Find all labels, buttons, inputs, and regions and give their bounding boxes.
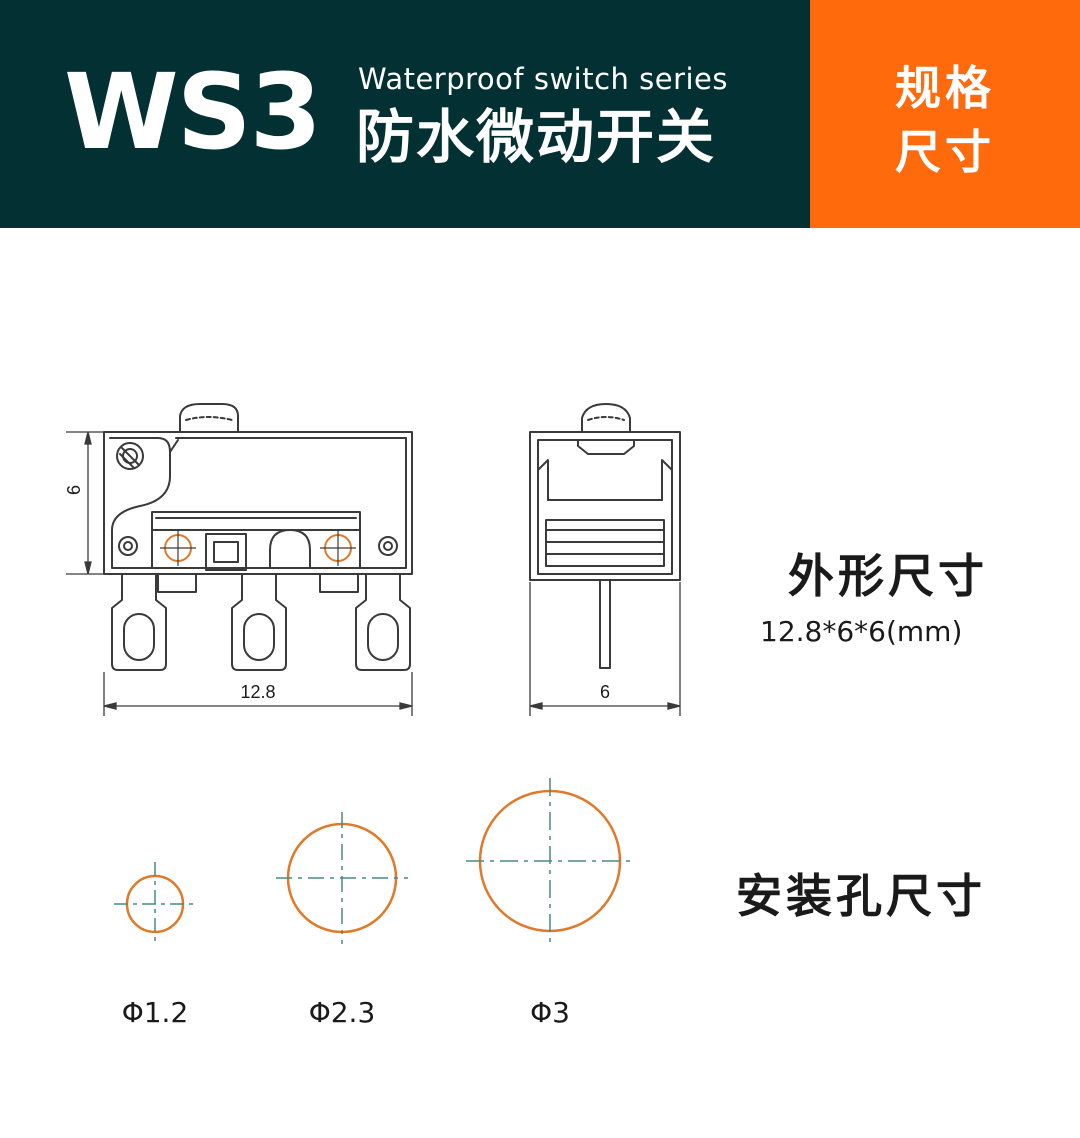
outline-dimension-label: 外形尺寸 — [788, 549, 988, 603]
center-terminal-window — [205, 533, 247, 571]
spec-line-2: 尺寸 — [895, 125, 995, 179]
terminal-right — [355, 573, 411, 671]
dim-height-label: 6 — [64, 485, 84, 495]
side-body — [529, 431, 681, 581]
model-name: WS3 — [64, 51, 322, 173]
pivot-pin — [116, 442, 144, 470]
mount-hole-left — [118, 536, 138, 556]
switch-body — [103, 431, 413, 575]
hole-label-small: Φ1.2 — [121, 996, 189, 1029]
terminal-left — [111, 573, 167, 671]
hole-label-large: Φ3 — [530, 996, 570, 1029]
side-view — [529, 403, 681, 669]
side-actuator — [581, 403, 631, 433]
spec-badge: 规格 尺寸 — [810, 0, 1080, 228]
front-view — [103, 403, 413, 671]
dim-width-label: 12.8 — [240, 682, 275, 702]
hole-small — [114, 862, 196, 946]
subtitle-chinese: 防水微动开关 — [356, 103, 717, 171]
outline-dimension-value: 12.8*6*6(mm) — [760, 615, 963, 648]
header-banner: WS3 Waterproof switch series 防水微动开关 规格 尺… — [0, 0, 1080, 228]
mount-hole-right — [378, 536, 398, 556]
subtitle-english: Waterproof switch series — [358, 62, 729, 96]
spec-line-1: 规格 — [895, 61, 995, 115]
hole-medium — [276, 812, 408, 944]
hole-label-medium: Φ2.3 — [308, 996, 376, 1029]
hole-large — [466, 778, 634, 944]
actuator-button — [179, 403, 239, 433]
dim-side-width-label: 6 — [600, 682, 610, 702]
terminal-center — [231, 573, 287, 671]
mounting-hole-label: 安装孔尺寸 — [736, 869, 986, 923]
